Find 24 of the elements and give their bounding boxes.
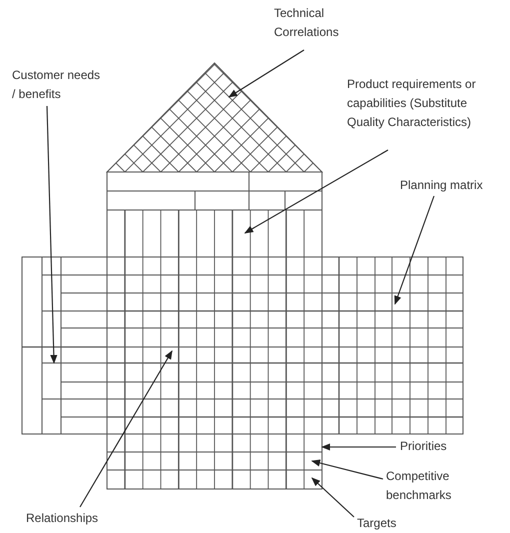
callout-label: Relationships <box>26 510 98 527</box>
callout-label: Priorities <box>400 438 447 455</box>
planning-matrix-grid <box>322 256 464 434</box>
matrix-row <box>106 452 322 470</box>
callout-label: Targets <box>357 515 396 532</box>
leader-arrow <box>394 196 435 305</box>
leader-arrow <box>311 460 384 480</box>
leader-arrow <box>46 106 58 364</box>
callout-label: Technical Correlations <box>274 5 340 41</box>
relationship-matrix <box>106 256 322 434</box>
leader-arrow <box>321 443 396 451</box>
callout-label: Planning matrix <box>400 177 483 194</box>
roof-grid <box>106 62 324 172</box>
callout-label: Customer needs / benefits <box>12 67 102 103</box>
matrix-row <box>106 470 322 490</box>
callout-label: Competitive benchmarks <box>386 468 452 504</box>
callout-label: Product requirements or capabilities (Substitute Quality Characteristics) <box>347 76 477 131</box>
customer-needs-grid <box>22 256 108 434</box>
leader-arrow <box>228 50 304 98</box>
leader-arrow <box>244 150 388 234</box>
leader-arrow <box>80 350 172 508</box>
requirements-grid <box>106 172 322 258</box>
leader-arrow <box>311 477 354 518</box>
matrix-row <box>106 434 322 452</box>
